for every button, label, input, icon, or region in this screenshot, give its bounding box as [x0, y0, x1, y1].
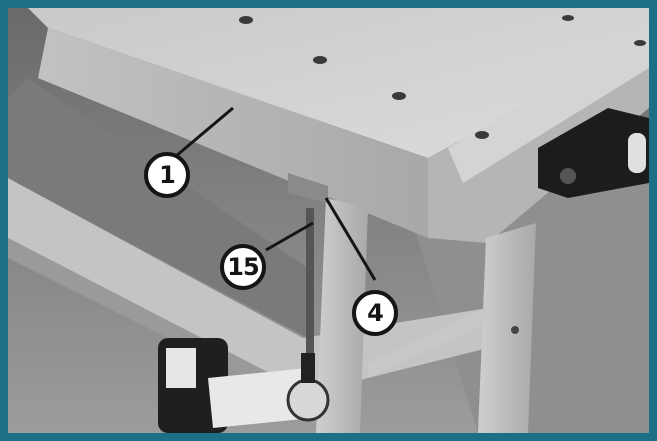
dog-hole — [392, 92, 406, 100]
dog-hole — [313, 56, 327, 64]
dog-hole — [239, 16, 253, 24]
vise-jaw — [448, 28, 649, 183]
vise-screw — [560, 168, 576, 184]
bench-top — [28, 8, 649, 158]
drill-chuck — [208, 368, 313, 428]
vise-handle — [628, 133, 646, 173]
leader-line-15 — [265, 221, 314, 252]
corner-bracket — [288, 173, 328, 203]
callout-part-4: 4 — [352, 290, 398, 336]
leader-line-1 — [175, 106, 234, 158]
drill-label — [166, 348, 196, 388]
front-apron — [38, 28, 428, 238]
right-leg — [478, 223, 536, 433]
dog-hole — [634, 40, 646, 46]
stretcher — [368, 308, 486, 378]
callout-part-15: 15 — [220, 244, 266, 290]
front-leg — [316, 198, 368, 433]
leg-bolt — [511, 326, 519, 334]
clamp-rod — [306, 208, 314, 378]
shelf-edge — [8, 238, 308, 408]
lower-shelf — [8, 178, 488, 393]
drill-bit-holder — [301, 353, 315, 383]
workbench-photo — [8, 8, 649, 433]
dog-hole — [562, 15, 574, 21]
leader-line-4 — [324, 197, 377, 281]
drill-knob — [286, 378, 330, 422]
dog-hole — [475, 131, 489, 139]
callout-part-1: 1 — [144, 152, 190, 198]
